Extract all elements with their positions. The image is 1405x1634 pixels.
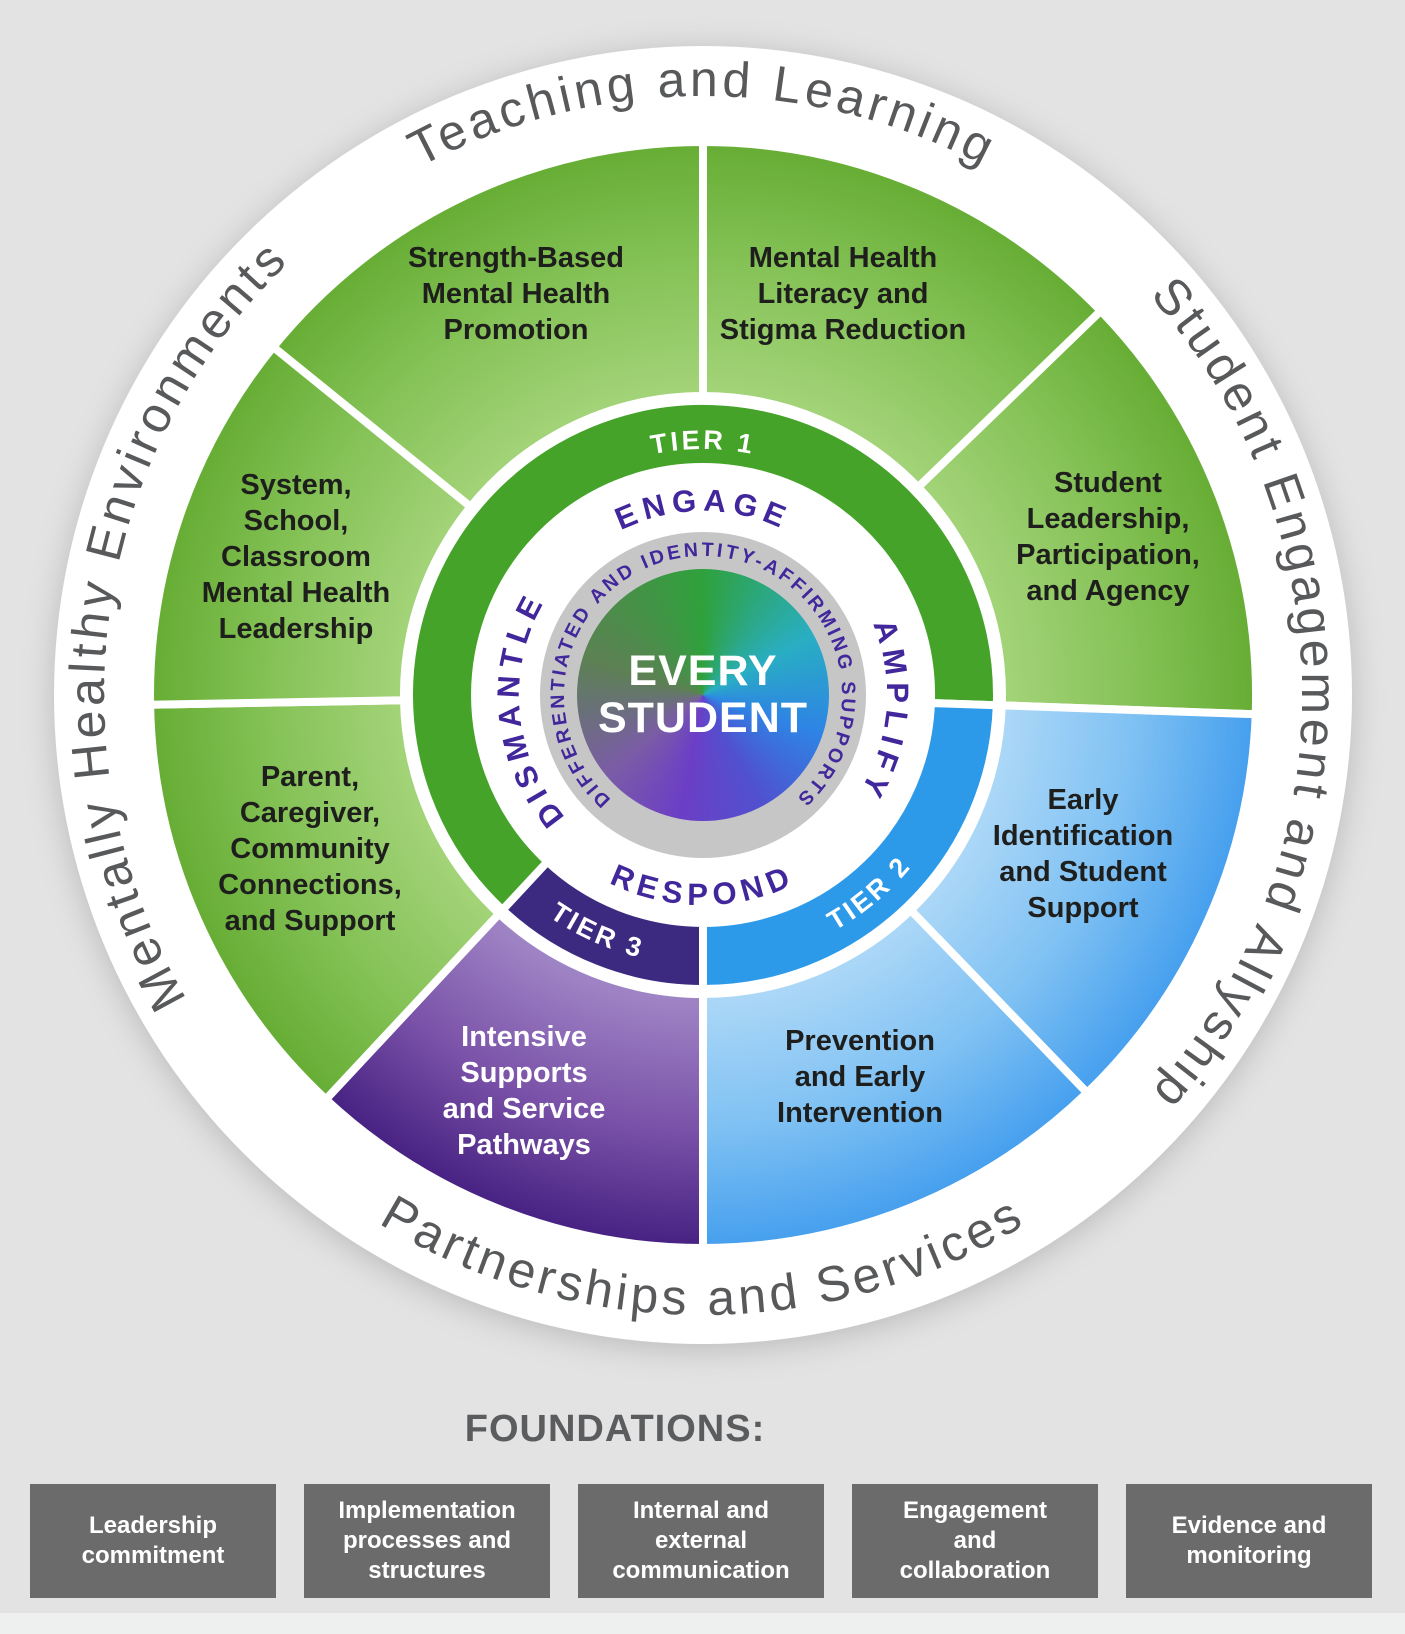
segment-sector-parent-caregiver	[146, 696, 505, 1106]
segment-sector-intensive-supports	[320, 908, 707, 1253]
segment-label-student-leadership: Student Leadership, Participation, and A…	[1016, 467, 1200, 607]
segment-sector-system-school	[146, 341, 477, 709]
segment-label-early-identification: Early Identification and Student Support	[992, 784, 1174, 924]
segment-sector-strength-based	[267, 137, 707, 513]
foundation-box-engagement: Engagement and collaboration	[852, 1484, 1098, 1598]
support-wheel: Teaching and Learning Student Engagement…	[54, 46, 1352, 1344]
foundations-heading: FOUNDATIONS:	[464, 1408, 766, 1450]
bottom-strip	[0, 1613, 1405, 1634]
foundation-box-communication: Internal and external communication	[578, 1484, 824, 1598]
segment-label-intensive-supports: Intensive Supports and Service Pathways	[442, 1021, 606, 1161]
foundation-box-leadership: Leadership commitment	[30, 1484, 276, 1598]
segment-label-parent-caregiver: Parent, Caregiver, Community Connections…	[218, 761, 402, 937]
tier1-arc	[404, 396, 1001, 916]
foundation-box-evidence: Evidence and monitoring	[1126, 1484, 1372, 1598]
segment-sector-literacy	[699, 137, 1107, 493]
wheel-svg: Teaching and Learning Student Engagement…	[54, 46, 1352, 1344]
every-student-label: EVERY STUDENT	[597, 646, 809, 742]
every-student-circle: EVERY STUDENT	[577, 569, 829, 821]
tier-ring	[404, 396, 1001, 994]
segment-label-literacy: Mental Health Literacy and Stigma Reduct…	[719, 242, 967, 346]
tier3-arc	[496, 856, 707, 994]
segment-sector-student-leadership	[912, 305, 1261, 719]
segment-label-strength-based: Strength-Based Mental Health Promotion	[408, 242, 624, 346]
segment-label-prevention: Prevention and Early Intervention	[777, 1025, 943, 1129]
segment-label-system-school: System, School, Classroom Mental Health …	[201, 469, 391, 645]
segment-sector-prevention	[699, 904, 1093, 1253]
segment-sectors	[146, 137, 1261, 1253]
foundation-box-implementation: Implementation processes and structures	[304, 1484, 550, 1598]
